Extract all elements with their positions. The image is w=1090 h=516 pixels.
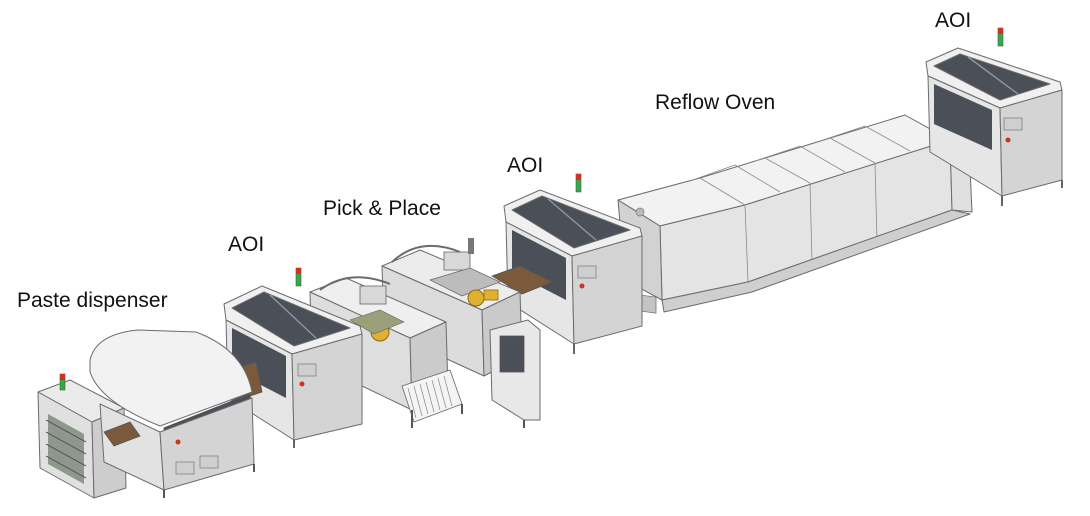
- label-paste-dispenser: Paste dispenser: [17, 289, 168, 312]
- reflow-oven: [617, 114, 973, 314]
- paste-dispenser-machine: [37, 329, 255, 499]
- aoi-machine-3: [925, 27, 1063, 206]
- label-aoi-2: AOI: [507, 154, 543, 177]
- label-aoi-3: AOI: [935, 9, 971, 32]
- label-pick-and-place: Pick & Place: [323, 197, 441, 220]
- aoi-machine-2: [491, 173, 643, 354]
- label-reflow-oven: Reflow Oven: [655, 91, 775, 114]
- label-aoi-1: AOI: [228, 233, 264, 256]
